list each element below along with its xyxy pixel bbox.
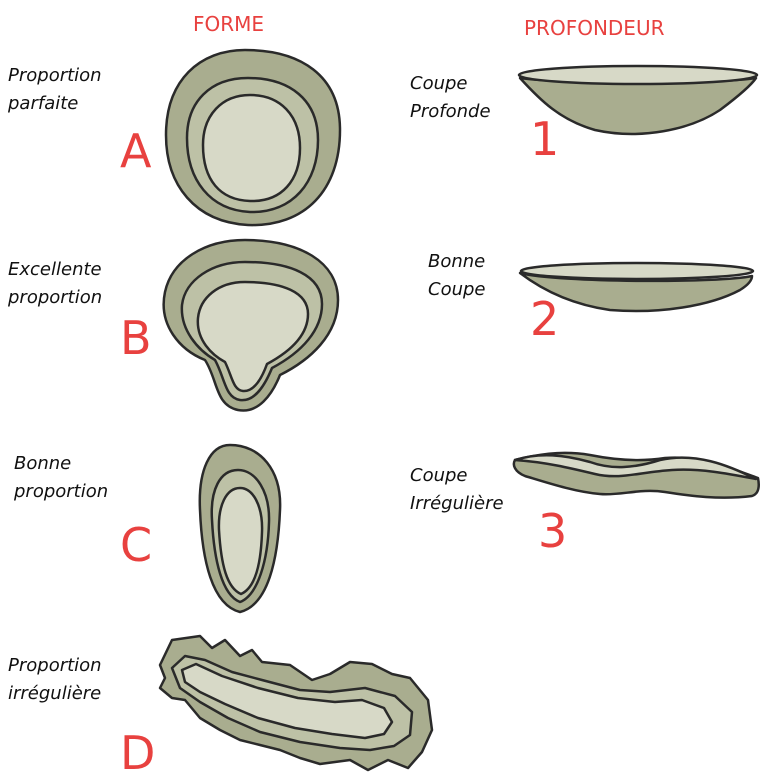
caption-a-line1: Proportion — [8, 62, 102, 90]
caption-1-line2: Profonde — [410, 98, 491, 126]
caption-2-line2: Coupe — [428, 276, 486, 304]
caption-c: Bonne proportion — [14, 450, 108, 506]
oyster-shape-b — [164, 240, 338, 411]
caption-d: Proportion irrégulière — [8, 652, 102, 708]
caption-2-line1: Bonne — [428, 248, 486, 276]
caption-c-line1: Bonne — [14, 450, 108, 478]
letter-c: C — [120, 522, 152, 568]
number-2: 2 — [530, 296, 559, 342]
letter-d: D — [120, 730, 155, 776]
oyster-shape-d — [160, 636, 432, 770]
number-1: 1 — [530, 116, 559, 162]
letter-a: A — [120, 128, 151, 174]
caption-d-line2: irrégulière — [8, 680, 102, 708]
caption-3-line2: Irrégulière — [410, 490, 504, 518]
caption-a: Proportion parfaite — [8, 62, 102, 118]
letter-b: B — [120, 315, 152, 361]
caption-3: Coupe Irrégulière — [410, 462, 504, 518]
cup-shape-3 — [514, 453, 759, 498]
caption-c-line2: proportion — [14, 478, 108, 506]
oyster-shape-c — [200, 445, 280, 612]
caption-d-line1: Proportion — [8, 652, 102, 680]
caption-1: Coupe Profonde — [410, 70, 491, 126]
oyster-shape-a — [166, 50, 340, 225]
number-3: 3 — [538, 508, 567, 554]
caption-b-line2: proportion — [8, 284, 102, 312]
caption-3-line1: Coupe — [410, 462, 504, 490]
caption-2: Bonne Coupe — [428, 248, 486, 304]
caption-b: Excellente proportion — [8, 256, 102, 312]
caption-b-line1: Excellente — [8, 256, 102, 284]
caption-1-line1: Coupe — [410, 70, 491, 98]
caption-a-line2: parfaite — [8, 90, 102, 118]
